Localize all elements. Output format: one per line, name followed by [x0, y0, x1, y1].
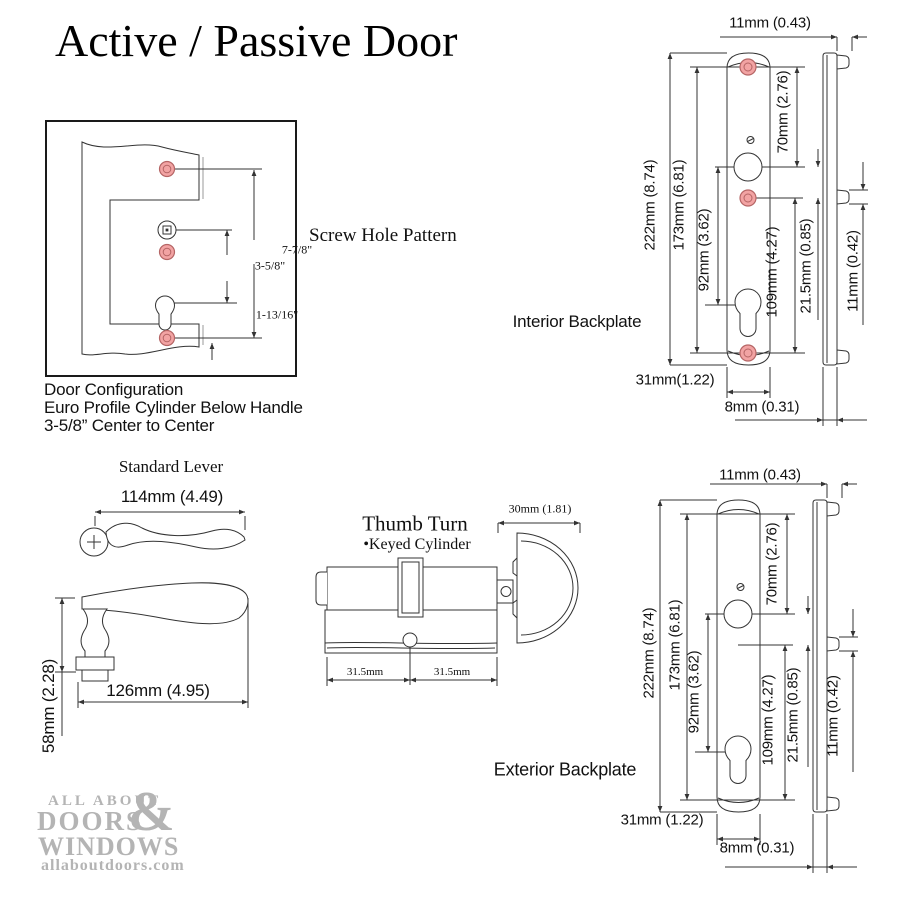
int-dim-screw-spacing: 173mm (6.81) — [670, 159, 688, 251]
cylinder-drawing — [305, 520, 597, 695]
logo-line-1: ALL ABOUT — [48, 793, 162, 809]
cylinder-body — [316, 558, 513, 685]
lever-dim-side: 126mm (4.95) — [106, 681, 210, 700]
page-title: Active / Passive Door — [55, 15, 458, 66]
logo-url: allaboutdoors.com — [41, 857, 185, 874]
exterior-backplate-drawing — [657, 481, 883, 877]
dim-cylinder-to-bottom: 1-13/16" — [255, 307, 299, 322]
caption-line-2: Euro Profile Cylinder Below Handle — [44, 398, 303, 417]
thumb-turn-wing — [513, 533, 578, 643]
backplate-side-view — [813, 500, 839, 812]
int-dim-plate-width: 31mm(1.22) — [635, 371, 715, 389]
cylinder-label: Thumb Turn — [362, 511, 468, 536]
screw-hole-pattern-box — [45, 120, 297, 377]
euro-cylinder-cutout — [725, 736, 751, 784]
ext-dim-tab-height: 11mm (0.42) — [824, 675, 842, 757]
int-dim-handle-to-cylinder: 92mm (3.62) — [695, 208, 713, 292]
logo-line-2: DOORS — [37, 806, 144, 836]
ext-dim-handle-to-cylinder: 92mm (3.62) — [685, 650, 703, 734]
exterior-backplate-label: Exterior Backplate — [493, 759, 637, 780]
cylinder-dim-thumbturn: 30mm (1.81) — [508, 501, 572, 516]
backplate-front-view — [717, 500, 760, 812]
lever-dim-height: 58mm (2.28) — [39, 658, 58, 754]
spindle-hole-icon — [158, 221, 176, 239]
euro-cylinder-cutout — [156, 296, 175, 330]
door-edge-outline — [82, 142, 199, 355]
fixing-screw-hole — [403, 633, 417, 647]
ext-dim-total-height: 222mm (8.74) — [640, 607, 658, 699]
ext-dim-tab-offset: 21.5mm (0.85) — [784, 667, 802, 763]
lever-drawing — [30, 509, 290, 750]
lever-label: Standard Lever — [118, 457, 224, 476]
lever-top-view — [80, 523, 245, 556]
int-dim-tab-offset: 21.5mm (0.85) — [797, 218, 815, 314]
euro-cylinder-cutout — [735, 289, 761, 337]
ext-dim-plate-width: 31mm (1.22) — [620, 811, 704, 829]
ext-dim-handle-to-bottom: 109mm (4.27) — [759, 674, 777, 766]
cylinder-bullet: •Keyed Cylinder — [363, 536, 471, 553]
set-screw-hole — [737, 584, 744, 591]
screw-hole-pattern-label: Screw Hole Pattern — [309, 225, 457, 246]
ext-dim-top-offset: 11mm (0.43) — [719, 466, 801, 484]
int-dim-plate-thickness: 8mm (0.31) — [724, 398, 800, 416]
handle-hub-hole — [724, 600, 752, 628]
screw-hole-icon — [160, 162, 175, 346]
caption-line-3: 3-5/8” Center to Center — [44, 416, 215, 435]
caption-line-1: Door Configuration — [44, 380, 184, 399]
set-screw-hole — [747, 137, 754, 144]
ext-dim-plate-thickness: 8mm (0.31) — [719, 839, 795, 857]
int-dim-total-height: 222mm (8.74) — [641, 159, 659, 251]
ext-dim-screw-to-handle: 70mm (2.76) — [763, 522, 781, 606]
logo-line-3: WINDOWS — [38, 832, 180, 861]
screw-hole-pattern-drawing — [47, 122, 295, 375]
lever-dim-top: 114mm (4.49) — [120, 487, 224, 506]
int-dim-top-offset: 11mm (0.43) — [729, 14, 811, 32]
backplate-side-view — [823, 53, 849, 365]
dim-center-to-center: 3-5/8" — [254, 258, 286, 273]
cylinder-dim-right: 31.5mm — [433, 666, 471, 678]
int-dim-screw-to-handle: 70mm (2.76) — [774, 70, 792, 154]
handle-hub-hole — [734, 153, 762, 181]
int-dim-handle-to-bottom: 109mm (4.27) — [763, 226, 781, 318]
lever-side-view — [76, 583, 248, 681]
cylinder-dim-left: 31.5mm — [346, 666, 384, 678]
interior-backplate-drawing — [667, 34, 893, 430]
ext-dim-screw-spacing: 173mm (6.81) — [666, 599, 684, 691]
dim-overall: 7-7/8" — [281, 242, 313, 257]
screw-hole-icon — [740, 59, 756, 361]
logo-ampersand: & — [128, 781, 175, 843]
interior-backplate-label: Interior Backplate — [512, 312, 642, 331]
int-dim-tab-height: 11mm (0.42) — [844, 230, 862, 312]
